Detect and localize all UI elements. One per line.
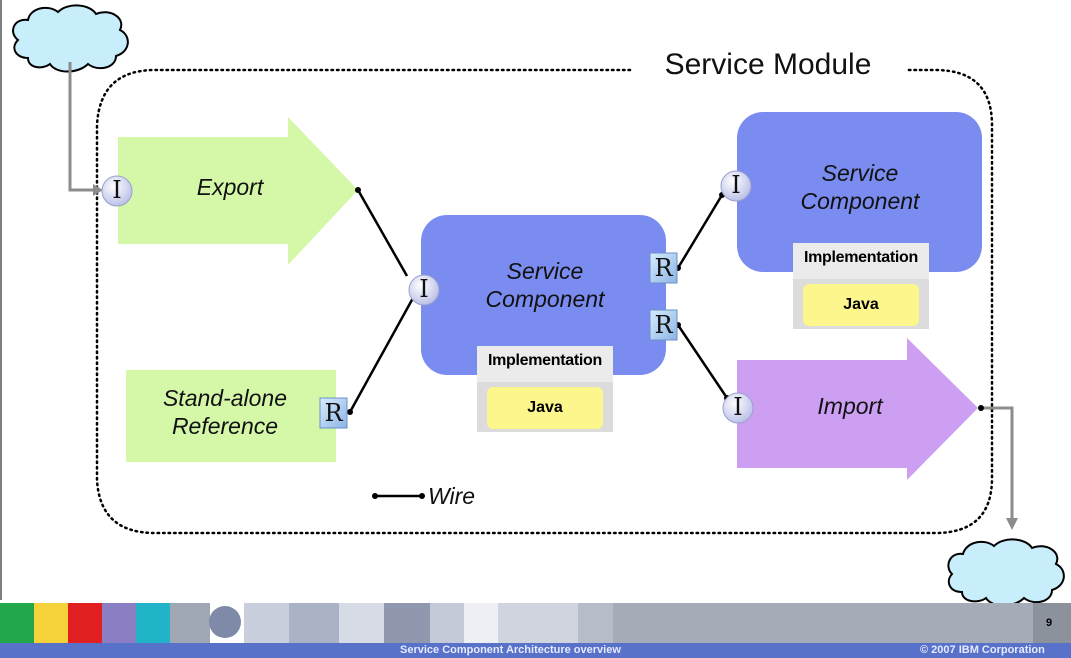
external-connection-in	[68, 62, 103, 196]
interface-glyph-import: I	[733, 393, 743, 421]
cloud-icon-bottom-right	[947, 538, 1065, 607]
reference-glyph-center-bottom: R	[654, 311, 673, 339]
service-module-title: Service Module	[633, 48, 903, 82]
reference-icon-center-bottom	[649, 309, 678, 341]
footer-title: Service Component Architecture overview	[400, 644, 621, 656]
java-box-right[interactable]: Java	[803, 284, 919, 326]
service-component-right[interactable]	[737, 112, 982, 272]
interface-icon-export	[101, 175, 133, 207]
export-label: Export	[196, 174, 264, 200]
reference-icon-standalone	[319, 397, 348, 429]
implementation-tab-right	[793, 243, 929, 279]
java-box-center[interactable]: Java	[487, 387, 603, 429]
wire-legend-label: Wire	[428, 483, 476, 509]
implementation-tab-center	[477, 346, 613, 382]
implementation-label-right: Implementation	[803, 249, 919, 266]
interface-icon-right-component	[720, 170, 752, 202]
right-component-label-line2: Component	[800, 188, 920, 214]
import-label: Import	[817, 393, 883, 419]
wires	[348, 189, 729, 498]
footer-bar	[0, 643, 1071, 658]
interface-icon-import	[722, 392, 754, 424]
right-component-label-line1: Service	[821, 160, 899, 186]
footer-copyright: © 2007 IBM Corporation	[920, 644, 1045, 656]
service-module-boundary	[95, 68, 994, 535]
external-connection-out	[980, 406, 1018, 530]
reference-icon-center-top	[649, 252, 678, 284]
standalone-reference-label-line1: Stand-alone	[162, 385, 288, 411]
cloud-icon-top-left	[12, 4, 129, 73]
reference-glyph-center-top: R	[654, 254, 673, 282]
center-component-label-line1: Service	[506, 258, 584, 284]
reference-glyph-standalone: R	[324, 399, 343, 427]
interface-glyph-right-component: I	[731, 171, 741, 199]
footer-swatches	[0, 603, 1071, 643]
standalone-reference-label-line2: Reference	[171, 413, 279, 439]
center-component-label-line2: Component	[485, 286, 605, 312]
service-component-center[interactable]	[421, 215, 666, 375]
interface-glyph-center: I	[419, 275, 429, 303]
export-arrow[interactable]	[118, 117, 358, 265]
page-number: 9	[1046, 617, 1053, 629]
import-arrow[interactable]	[737, 338, 978, 480]
implementation-label-center: Implementation	[487, 352, 603, 369]
standalone-reference-box[interactable]	[126, 370, 336, 462]
interface-icon-center	[408, 274, 440, 306]
interface-glyph-export: I	[112, 176, 122, 204]
